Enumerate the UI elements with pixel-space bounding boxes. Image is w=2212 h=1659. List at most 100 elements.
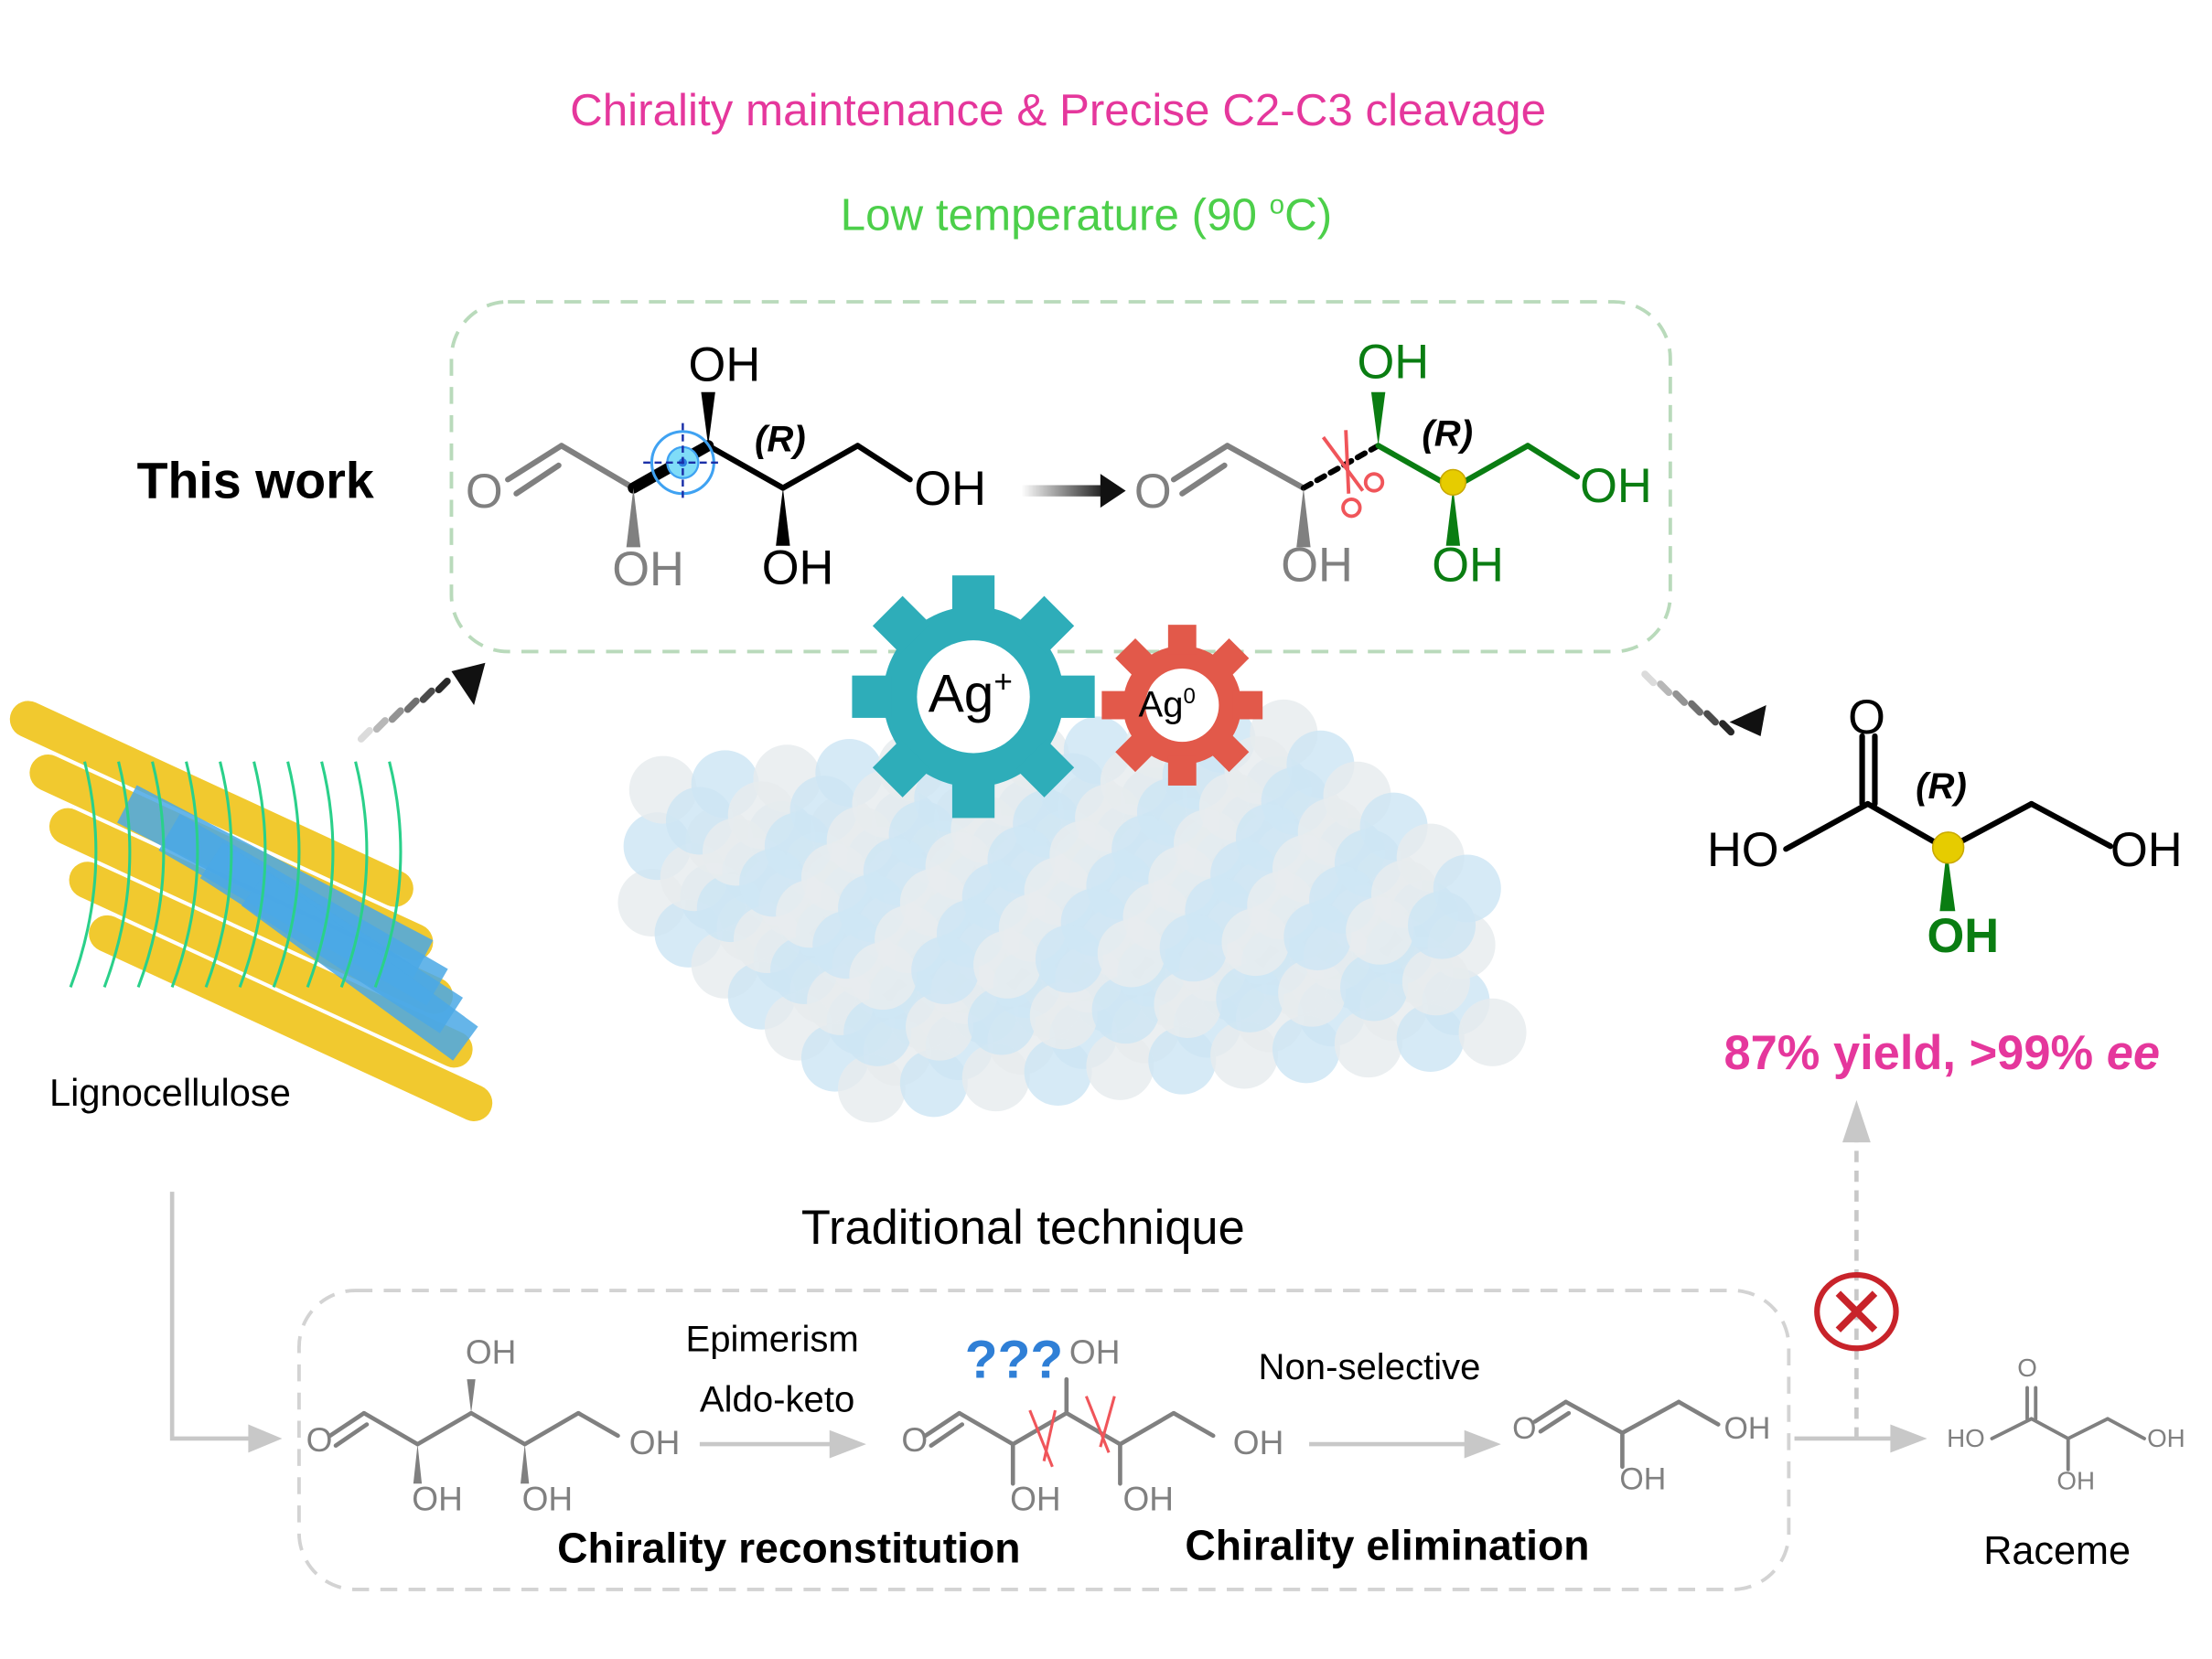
atom-label: OH bbox=[1068, 1333, 1121, 1373]
atom-label: OH bbox=[1281, 539, 1353, 593]
surface-atom bbox=[906, 992, 974, 1061]
question-marks-icon: ??? bbox=[964, 1331, 1064, 1391]
atom-label: O bbox=[306, 1421, 333, 1461]
raceme-label: Raceme bbox=[1983, 1528, 2131, 1573]
hemicellulose-strand bbox=[102, 761, 132, 989]
surface-atom bbox=[1334, 1010, 1402, 1078]
red-x-circle-icon bbox=[1814, 1271, 1899, 1352]
gear-tooth bbox=[852, 675, 892, 718]
this-work-label: This work bbox=[136, 451, 374, 509]
atom-label: OH bbox=[1357, 336, 1430, 390]
atom-label: OH bbox=[521, 1481, 574, 1519]
step1-label-line2: Aldo-keto bbox=[699, 1377, 855, 1420]
atom-label: OH bbox=[1723, 1410, 1771, 1446]
atom-label: OH bbox=[412, 1481, 463, 1519]
hemicellulose-strand bbox=[373, 761, 403, 989]
surface-atom bbox=[1221, 908, 1290, 977]
lignocellulose-label: Lignocellulose bbox=[48, 1071, 291, 1115]
gear-tooth bbox=[872, 595, 931, 654]
hemicellulose-strand bbox=[136, 761, 166, 989]
gear-tooth bbox=[951, 575, 995, 615]
charge: 0 bbox=[1183, 684, 1196, 710]
ag-symbol: Ag bbox=[1138, 682, 1184, 725]
yield-result: 87% yield, >99% ee bbox=[1723, 1027, 2160, 1082]
ag-zero-gear-icon bbox=[1101, 625, 1263, 786]
hemicellulose-strand bbox=[306, 761, 335, 989]
surface-atom bbox=[1024, 1037, 1092, 1107]
atom-label: HO bbox=[1947, 1424, 1985, 1453]
stereo-label: (R) bbox=[1422, 412, 1474, 455]
surface-atom bbox=[1346, 896, 1414, 965]
temperature-subtitle: Low temperature (90 oC) bbox=[0, 189, 2173, 241]
hemicellulose-strand bbox=[204, 761, 233, 989]
gear-tooth bbox=[1101, 690, 1132, 720]
gear-tooth bbox=[1167, 625, 1197, 655]
gear-tooth bbox=[1055, 675, 1095, 718]
surface-atom bbox=[849, 942, 918, 1011]
traditional-technique-label: Traditional technique bbox=[800, 1201, 1245, 1256]
step1-label-line1: Epimerism bbox=[685, 1317, 859, 1360]
atom-label: O bbox=[1512, 1410, 1537, 1446]
atom-label: OH bbox=[1927, 909, 2000, 964]
charge: + bbox=[993, 662, 1013, 700]
surface-atom bbox=[967, 987, 1036, 1055]
surface-atom bbox=[1401, 947, 1470, 1016]
hemicellulose-strand bbox=[238, 761, 267, 989]
atom-label: OH bbox=[761, 541, 834, 595]
surface-atom bbox=[1097, 919, 1165, 988]
surface-atom bbox=[1154, 969, 1222, 1038]
surface-atom bbox=[1339, 953, 1409, 1022]
ag-symbol: Ag bbox=[928, 665, 994, 725]
stereo-label: (R) bbox=[1916, 764, 1967, 808]
atom-label: OH bbox=[628, 1424, 681, 1463]
surface-atom bbox=[1283, 902, 1352, 970]
ee-text: ee bbox=[2106, 1026, 2161, 1081]
atom-label: OH bbox=[2056, 1466, 2096, 1495]
atom-label: HO bbox=[1706, 823, 1779, 878]
chiral-center-sphere bbox=[1439, 468, 1467, 497]
subtitle-text: Low temperature (90 bbox=[840, 188, 1270, 241]
surface-atom bbox=[911, 936, 980, 1004]
atom-label: OH bbox=[1232, 1424, 1284, 1463]
atom-label: O bbox=[1133, 465, 1172, 519]
hemicellulose-strand bbox=[272, 761, 301, 989]
gear-tooth bbox=[1115, 637, 1156, 680]
gear-tooth bbox=[872, 739, 931, 797]
hemicellulose-strand bbox=[339, 761, 369, 989]
gear-tooth bbox=[1167, 755, 1197, 786]
surface-atom bbox=[961, 1044, 1030, 1112]
atom-label: OH bbox=[914, 462, 986, 517]
gear-tooth bbox=[1208, 637, 1250, 680]
surface-atom bbox=[843, 998, 912, 1066]
step2-label: Non-selective bbox=[1258, 1345, 1481, 1388]
atom-label: OH bbox=[465, 1333, 517, 1373]
atom-label: OH bbox=[1122, 1481, 1175, 1519]
chirality-reconstitution-label: Chirality reconstitution bbox=[557, 1525, 1021, 1573]
main-title: Chirality maintenance & Precise C2-C3 cl… bbox=[570, 84, 1547, 136]
surface-atom bbox=[1035, 925, 1103, 993]
ag-zero-label: Ag0 bbox=[1138, 682, 1195, 726]
lignocellulose-illustration bbox=[9, 701, 493, 1121]
cellulose-bundle bbox=[241, 871, 478, 1061]
atom-label: OH bbox=[1010, 1481, 1061, 1519]
gear-tooth bbox=[1015, 595, 1075, 654]
atom-label: OH bbox=[612, 542, 684, 597]
hemicellulose-strand bbox=[69, 761, 98, 989]
gear-tooth bbox=[1115, 731, 1156, 773]
scissors-icon bbox=[1028, 1396, 1116, 1468]
ag-plus-label: Ag+ bbox=[929, 663, 1013, 726]
surface-atom bbox=[1458, 998, 1527, 1066]
gear-tooth bbox=[1015, 739, 1075, 797]
atom-label: O bbox=[2017, 1354, 2037, 1383]
gear-tooth bbox=[1232, 690, 1263, 720]
lignin-fiber bbox=[69, 862, 473, 1068]
surface-atom bbox=[1408, 891, 1476, 959]
stereo-label: (R) bbox=[755, 417, 806, 460]
